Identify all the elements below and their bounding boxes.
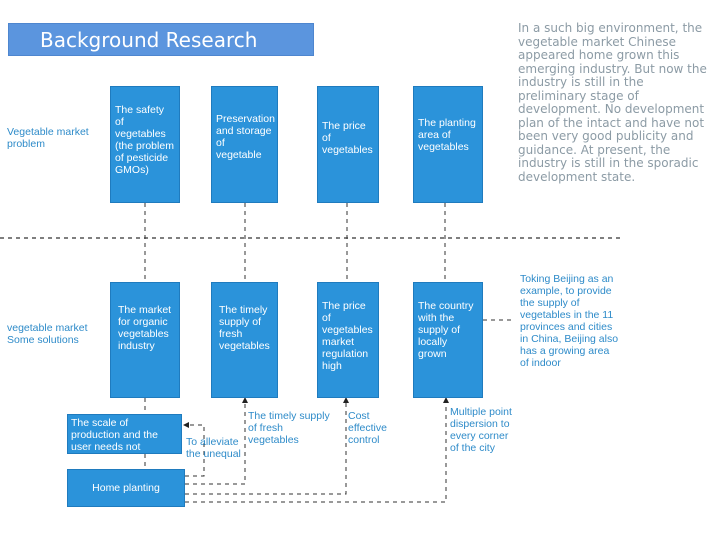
solution-box: The timely supply of fresh vegetables [211,282,278,398]
side-note: In a such big environment, the vegetable… [518,21,707,184]
problem-box: The price of vegetables [317,86,379,203]
problem-box: Preservation and storage of vegetable [211,86,278,203]
alleviate-loop [183,422,205,477]
scale-box: The scale of production and the user nee… [67,414,182,465]
beijing-note: Toking Beijing as an example, to provide… [520,273,619,369]
timely-note: The timely supply of fresh vegetables [248,410,330,446]
problem-box: The safety of vegetables (the problem of… [110,86,180,203]
dispersion-note: Multiple point dispersion to every corne… [450,406,512,454]
timely-link [185,397,248,485]
cost-note: Cost effective control [348,410,387,446]
solutions-row-label: vegetable market Some solutions [7,322,88,346]
home-planting-label: Home planting [92,482,160,494]
solution-box: The price of vegetables market regulatio… [317,282,379,398]
dispersion-link [185,397,449,503]
home-planting-box: Home planting [67,469,185,507]
problem-box: The planting area of vegetables [413,86,483,203]
problems-row-label: Vegetable market problem [7,126,89,150]
solution-box: The country with the supply of locally g… [413,282,483,398]
page-title: Background Research [40,28,258,52]
title-bar: Background Research [8,23,314,56]
alleviate-note: To alleviate the unequal [186,436,241,460]
cost-link [185,397,349,495]
solution-box: The market for organic vegetables indust… [110,282,180,398]
